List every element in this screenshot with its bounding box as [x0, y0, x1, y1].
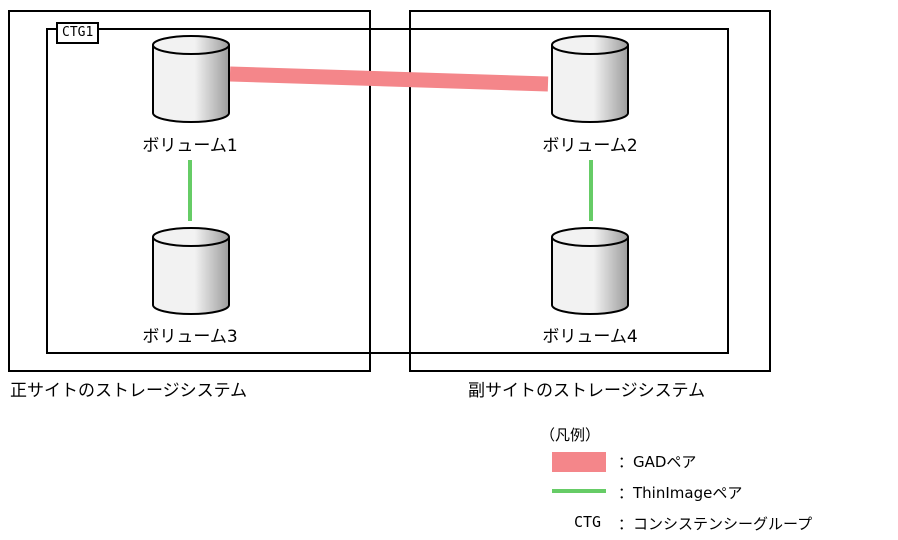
consistency-group-box — [46, 28, 729, 354]
volume-4-cylinder-icon — [551, 227, 629, 315]
gad-pair-line — [229, 66, 549, 92]
legend-ctg-abbr: CTG — [574, 513, 602, 531]
legend-gad-text: ：GADペア — [618, 453, 697, 471]
volume-1-cylinder-icon — [152, 35, 230, 123]
volume-2-label: ボリューム2 — [542, 136, 638, 156]
volume-3-label: ボリューム3 — [142, 327, 238, 347]
volume-2-cylinder-icon — [551, 35, 629, 123]
legend-gad-swatch — [552, 452, 606, 472]
legend-title: （凡例） — [540, 426, 601, 444]
volume-4-label: ボリューム4 — [542, 327, 638, 347]
volume-1-label: ボリューム1 — [142, 136, 238, 156]
secondary-site-label: 副サイトのストレージシステム — [468, 381, 706, 401]
legend-thinimage-swatch — [552, 489, 606, 493]
primary-storage-system-box — [8, 10, 371, 372]
ctg-label: CTG1 — [56, 22, 100, 44]
legend-ctg-text: ：コンシステンシーグループ — [618, 515, 813, 533]
volume-3-cylinder-icon — [152, 227, 230, 315]
primary-site-label: 正サイトのストレージシステム — [10, 381, 248, 401]
secondary-storage-system-box — [409, 10, 771, 372]
legend-thinimage-text: ：ThinImageペア — [618, 484, 743, 502]
